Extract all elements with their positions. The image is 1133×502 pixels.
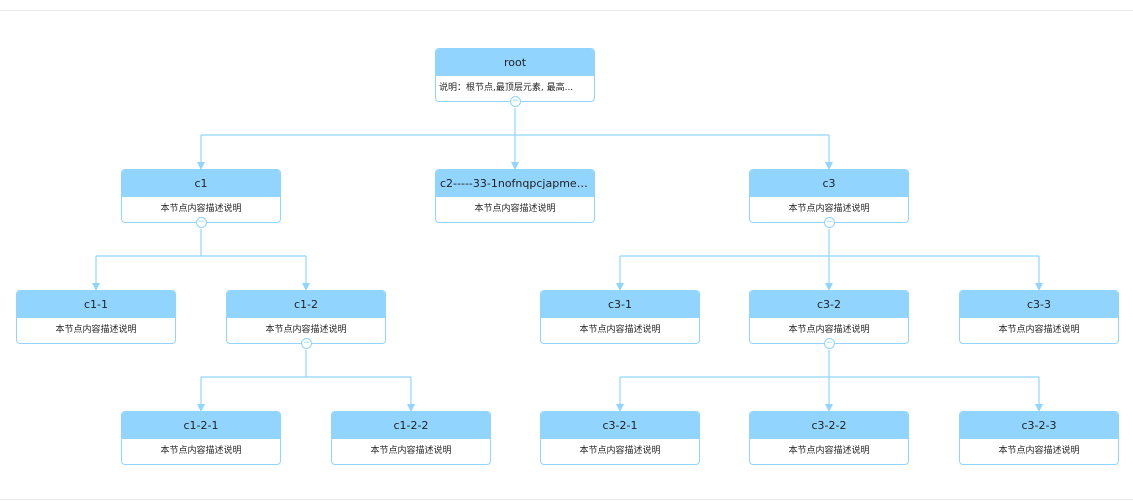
edge-c1-children	[92, 229, 310, 291]
node-title: c1-1	[17, 291, 175, 318]
node-c1-2-1[interactable]: c1-2-1 本节点内容描述说明	[121, 411, 281, 465]
node-c2[interactable]: c2-----33-1nofnqpcjapme2... 本节点内容描述说明	[435, 169, 595, 223]
top-divider	[0, 10, 1133, 11]
node-title: c3-3	[960, 291, 1118, 318]
collapse-icon[interactable]: −	[824, 338, 835, 349]
node-description: 本节点内容描述说明	[474, 204, 556, 214]
node-title: root	[436, 49, 594, 76]
node-description: 本节点内容描述说明	[370, 446, 452, 456]
node-title: c3-1	[541, 291, 699, 318]
node-c3[interactable]: c3 本节点内容描述说明 −	[749, 169, 909, 228]
edge-c3-2-children	[616, 350, 1043, 412]
node-title: c1-2-1	[122, 412, 280, 439]
node-description: 本节点内容描述说明	[998, 446, 1080, 456]
node-c3-2[interactable]: c3-2 本节点内容描述说明 −	[749, 290, 909, 349]
node-title: c2-----33-1nofnqpcjapme2...	[436, 170, 594, 197]
node-description: 本节点内容描述说明	[788, 446, 870, 456]
node-c3-3[interactable]: c3-3 本节点内容描述说明	[959, 290, 1119, 344]
node-title: c1-2	[227, 291, 385, 318]
node-title: c3-2	[750, 291, 908, 318]
collapse-icon[interactable]: −	[301, 338, 312, 349]
node-c1-2[interactable]: c1-2 本节点内容描述说明 −	[226, 290, 386, 349]
collapse-icon[interactable]: −	[510, 96, 521, 107]
edge-c1-2-children	[197, 350, 415, 412]
collapse-icon[interactable]: −	[824, 217, 835, 228]
bottom-divider	[0, 499, 1133, 500]
node-c3-2-1[interactable]: c3-2-1 本节点内容描述说明	[540, 411, 700, 465]
node-title: c3-2-3	[960, 412, 1118, 439]
node-root[interactable]: root 说明：根节点,最顶层元素, 最高... −	[435, 48, 595, 107]
node-title: c3-2-1	[541, 412, 699, 439]
node-description: 本节点内容描述说明	[579, 446, 661, 456]
node-description: 本节点内容描述说明	[579, 325, 661, 335]
node-c3-2-3[interactable]: c3-2-3 本节点内容描述说明	[959, 411, 1119, 465]
node-title: c1	[122, 170, 280, 197]
node-c1-2-2[interactable]: c1-2-2 本节点内容描述说明	[331, 411, 491, 465]
node-c1[interactable]: c1 本节点内容描述说明 −	[121, 169, 281, 228]
edge-c3-children	[616, 229, 1043, 291]
node-c3-2-2[interactable]: c3-2-2 本节点内容描述说明	[749, 411, 909, 465]
collapse-icon[interactable]: −	[196, 217, 207, 228]
node-description: 本节点内容描述说明	[55, 325, 137, 335]
node-title: c3-2-2	[750, 412, 908, 439]
node-c3-1[interactable]: c3-1 本节点内容描述说明	[540, 290, 700, 344]
node-title: c3	[750, 170, 908, 197]
node-title: c1-2-2	[332, 412, 490, 439]
node-description: 本节点内容描述说明	[160, 446, 242, 456]
node-c1-1[interactable]: c1-1 本节点内容描述说明	[16, 290, 176, 344]
node-description: 本节点内容描述说明	[998, 325, 1080, 335]
edge-root-children	[197, 108, 833, 170]
